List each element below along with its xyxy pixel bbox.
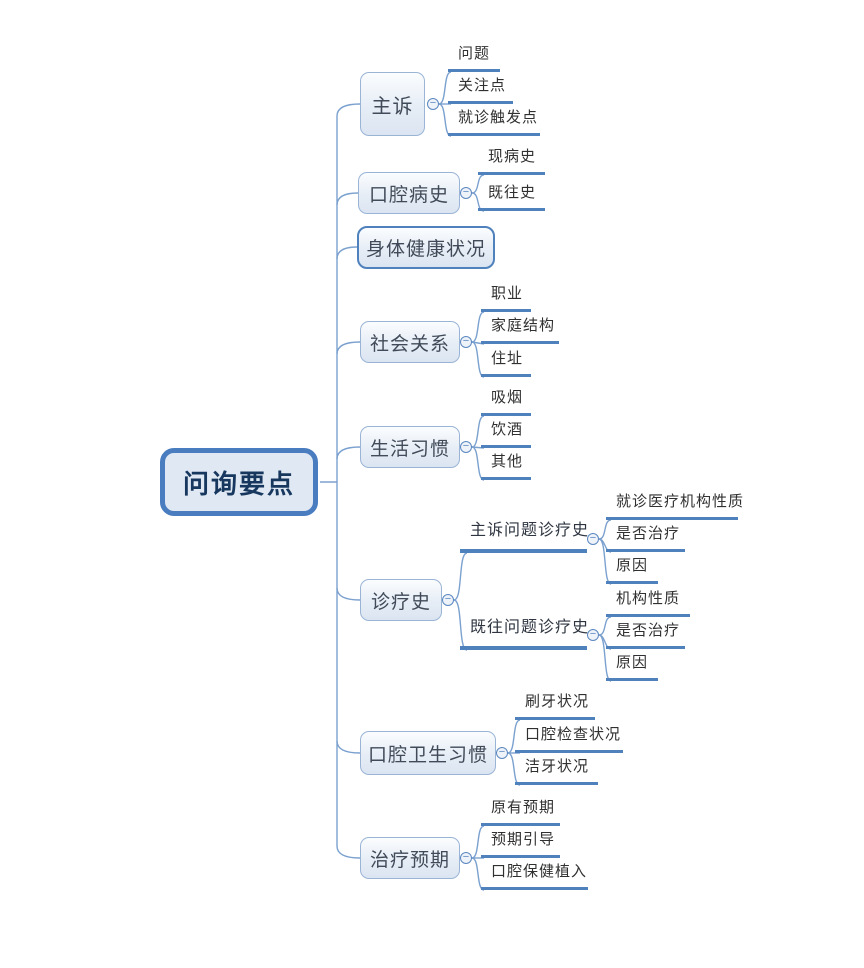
leaf-node[interactable]: 既往史	[478, 184, 545, 211]
leaf-node[interactable]: 刷牙状况	[515, 693, 595, 720]
topic-general-health[interactable]: 身体健康状况	[357, 226, 495, 269]
topic-treatment-history[interactable]: 诊疗史	[360, 579, 442, 621]
leaf-node[interactable]: 就诊医疗机构性质	[606, 493, 743, 520]
leaf-node[interactable]: 口腔检查状况	[515, 726, 623, 753]
leaf-node[interactable]: 口腔保健植入	[481, 863, 588, 890]
collapse-toggle[interactable]: −	[460, 187, 472, 199]
leaf-node[interactable]: 洁牙状况	[515, 758, 598, 785]
leaf-node[interactable]: 其他	[481, 453, 531, 480]
topic-oral-disease-history[interactable]: 口腔病史	[358, 172, 460, 214]
leaf-node[interactable]: 问题	[448, 45, 500, 72]
collapse-toggle[interactable]: −	[460, 441, 472, 453]
leaf-node[interactable]: 就诊触发点	[448, 109, 540, 136]
topic-oral-hygiene-habits[interactable]: 口腔卫生习惯	[360, 731, 496, 775]
leaf-node[interactable]: 原有预期	[481, 799, 560, 826]
collapse-toggle[interactable]: −	[587, 629, 599, 641]
leaf-node[interactable]: 原因	[606, 654, 658, 681]
topic-treatment-expectation[interactable]: 治疗预期	[360, 837, 460, 879]
leaf-node[interactable]: 家庭结构	[481, 317, 559, 344]
topic-chief-complaint[interactable]: 主诉	[360, 72, 425, 136]
topic-social-relations[interactable]: 社会关系	[360, 321, 460, 363]
topic-living-habits[interactable]: 生活习惯	[360, 426, 460, 468]
subtopic-chief-complaint-treatment-history[interactable]: 主诉问题诊疗史	[460, 521, 588, 553]
root-topic[interactable]: 问询要点	[160, 448, 318, 516]
collapse-toggle[interactable]: −	[460, 336, 472, 348]
leaf-node[interactable]: 现病史	[478, 148, 545, 175]
leaf-node[interactable]: 是否治疗	[606, 525, 685, 552]
collapse-toggle[interactable]: −	[427, 98, 439, 110]
collapse-toggle[interactable]: −	[587, 533, 599, 545]
leaf-node[interactable]: 饮酒	[481, 421, 531, 448]
leaf-node[interactable]: 吸烟	[481, 389, 531, 416]
collapse-toggle[interactable]: −	[442, 594, 454, 606]
leaf-node[interactable]: 住址	[481, 350, 531, 377]
leaf-node[interactable]: 是否治疗	[606, 622, 685, 649]
leaf-node[interactable]: 机构性质	[606, 590, 690, 617]
subtopic-past-problem-treatment-history[interactable]: 既往问题诊疗史	[460, 618, 588, 650]
leaf-node[interactable]: 预期引导	[481, 831, 560, 858]
leaf-node[interactable]: 关注点	[448, 77, 513, 104]
leaf-node[interactable]: 职业	[481, 285, 531, 312]
collapse-toggle[interactable]: −	[496, 747, 508, 759]
collapse-toggle[interactable]: −	[460, 852, 472, 864]
leaf-node[interactable]: 原因	[606, 557, 658, 584]
